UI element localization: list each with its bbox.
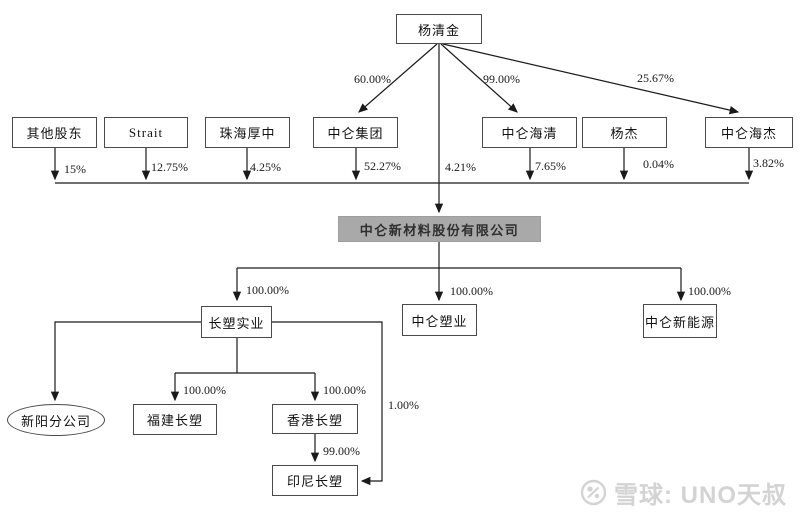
pct-zhonglun-haiqing: 7.65% [535,159,566,173]
pct-indonesia-from-changsu: 1.00% [388,398,419,412]
watermark: 雪球: UNO天叔 [580,475,787,510]
node-zhonglun-haiqing: 中仑海清 [482,117,577,148]
pct-indonesia-from-hongkong: 99.00% [323,444,360,458]
node-changsu-industry: 长塑实业 [201,306,272,338]
pct-yang-jie: 0.04% [643,157,674,171]
node-strait: Strait [104,117,188,148]
pct-changsu-industry: 100.00% [246,283,289,297]
node-xinyang-branch: 新阳分公司 [7,404,105,436]
pct-root-direct: 4.21% [445,160,476,174]
watermark-text: 雪球: UNO天叔 [614,482,787,509]
pct-zhonglun-suye: 100.00% [450,284,493,298]
pct-zhonglun-group: 52.27% [364,159,401,173]
pct-fujian-changsu: 100.00% [183,383,226,397]
node-zhonglun-new-material-company: 中仑新材料股份有限公司 [338,216,541,242]
pct-zhuhai-houzhong: 4.25% [250,160,281,174]
node-hongkong-changsu: 香港长塑 [272,404,358,434]
pct-root-to-group: 60.00% [354,72,391,86]
pct-strait: 12.75% [151,160,188,174]
node-indonesia-changsu: 印尼长塑 [272,465,358,496]
node-yang-jie: 杨杰 [582,117,667,148]
pct-root-to-haijie: 25.67% [637,71,674,85]
xueqiu-snowball-icon [580,479,607,506]
node-zhuhai-houzhong: 珠海厚中 [205,117,290,148]
pct-root-to-haiqing: 99.00% [483,72,520,86]
pct-other-shareholders: 15% [64,162,86,176]
node-zhonglun-haijie: 中仑海杰 [705,117,793,148]
node-zhonglun-new-energy: 中仑新能源 [643,304,717,338]
node-fujian-changsu: 福建长塑 [133,404,217,435]
node-zhonglun-suye: 中仑塑业 [402,304,477,336]
pct-hongkong-changsu: 100.00% [323,383,366,397]
node-yang-qingjin: 杨清金 [396,14,482,44]
node-zhonglun-group: 中仑集团 [313,117,398,148]
pct-zhonglun-haijie: 3.82% [753,156,784,170]
pct-zhonglun-new-energy: 100.00% [688,284,731,298]
node-other-shareholders: 其他股东 [12,117,97,148]
